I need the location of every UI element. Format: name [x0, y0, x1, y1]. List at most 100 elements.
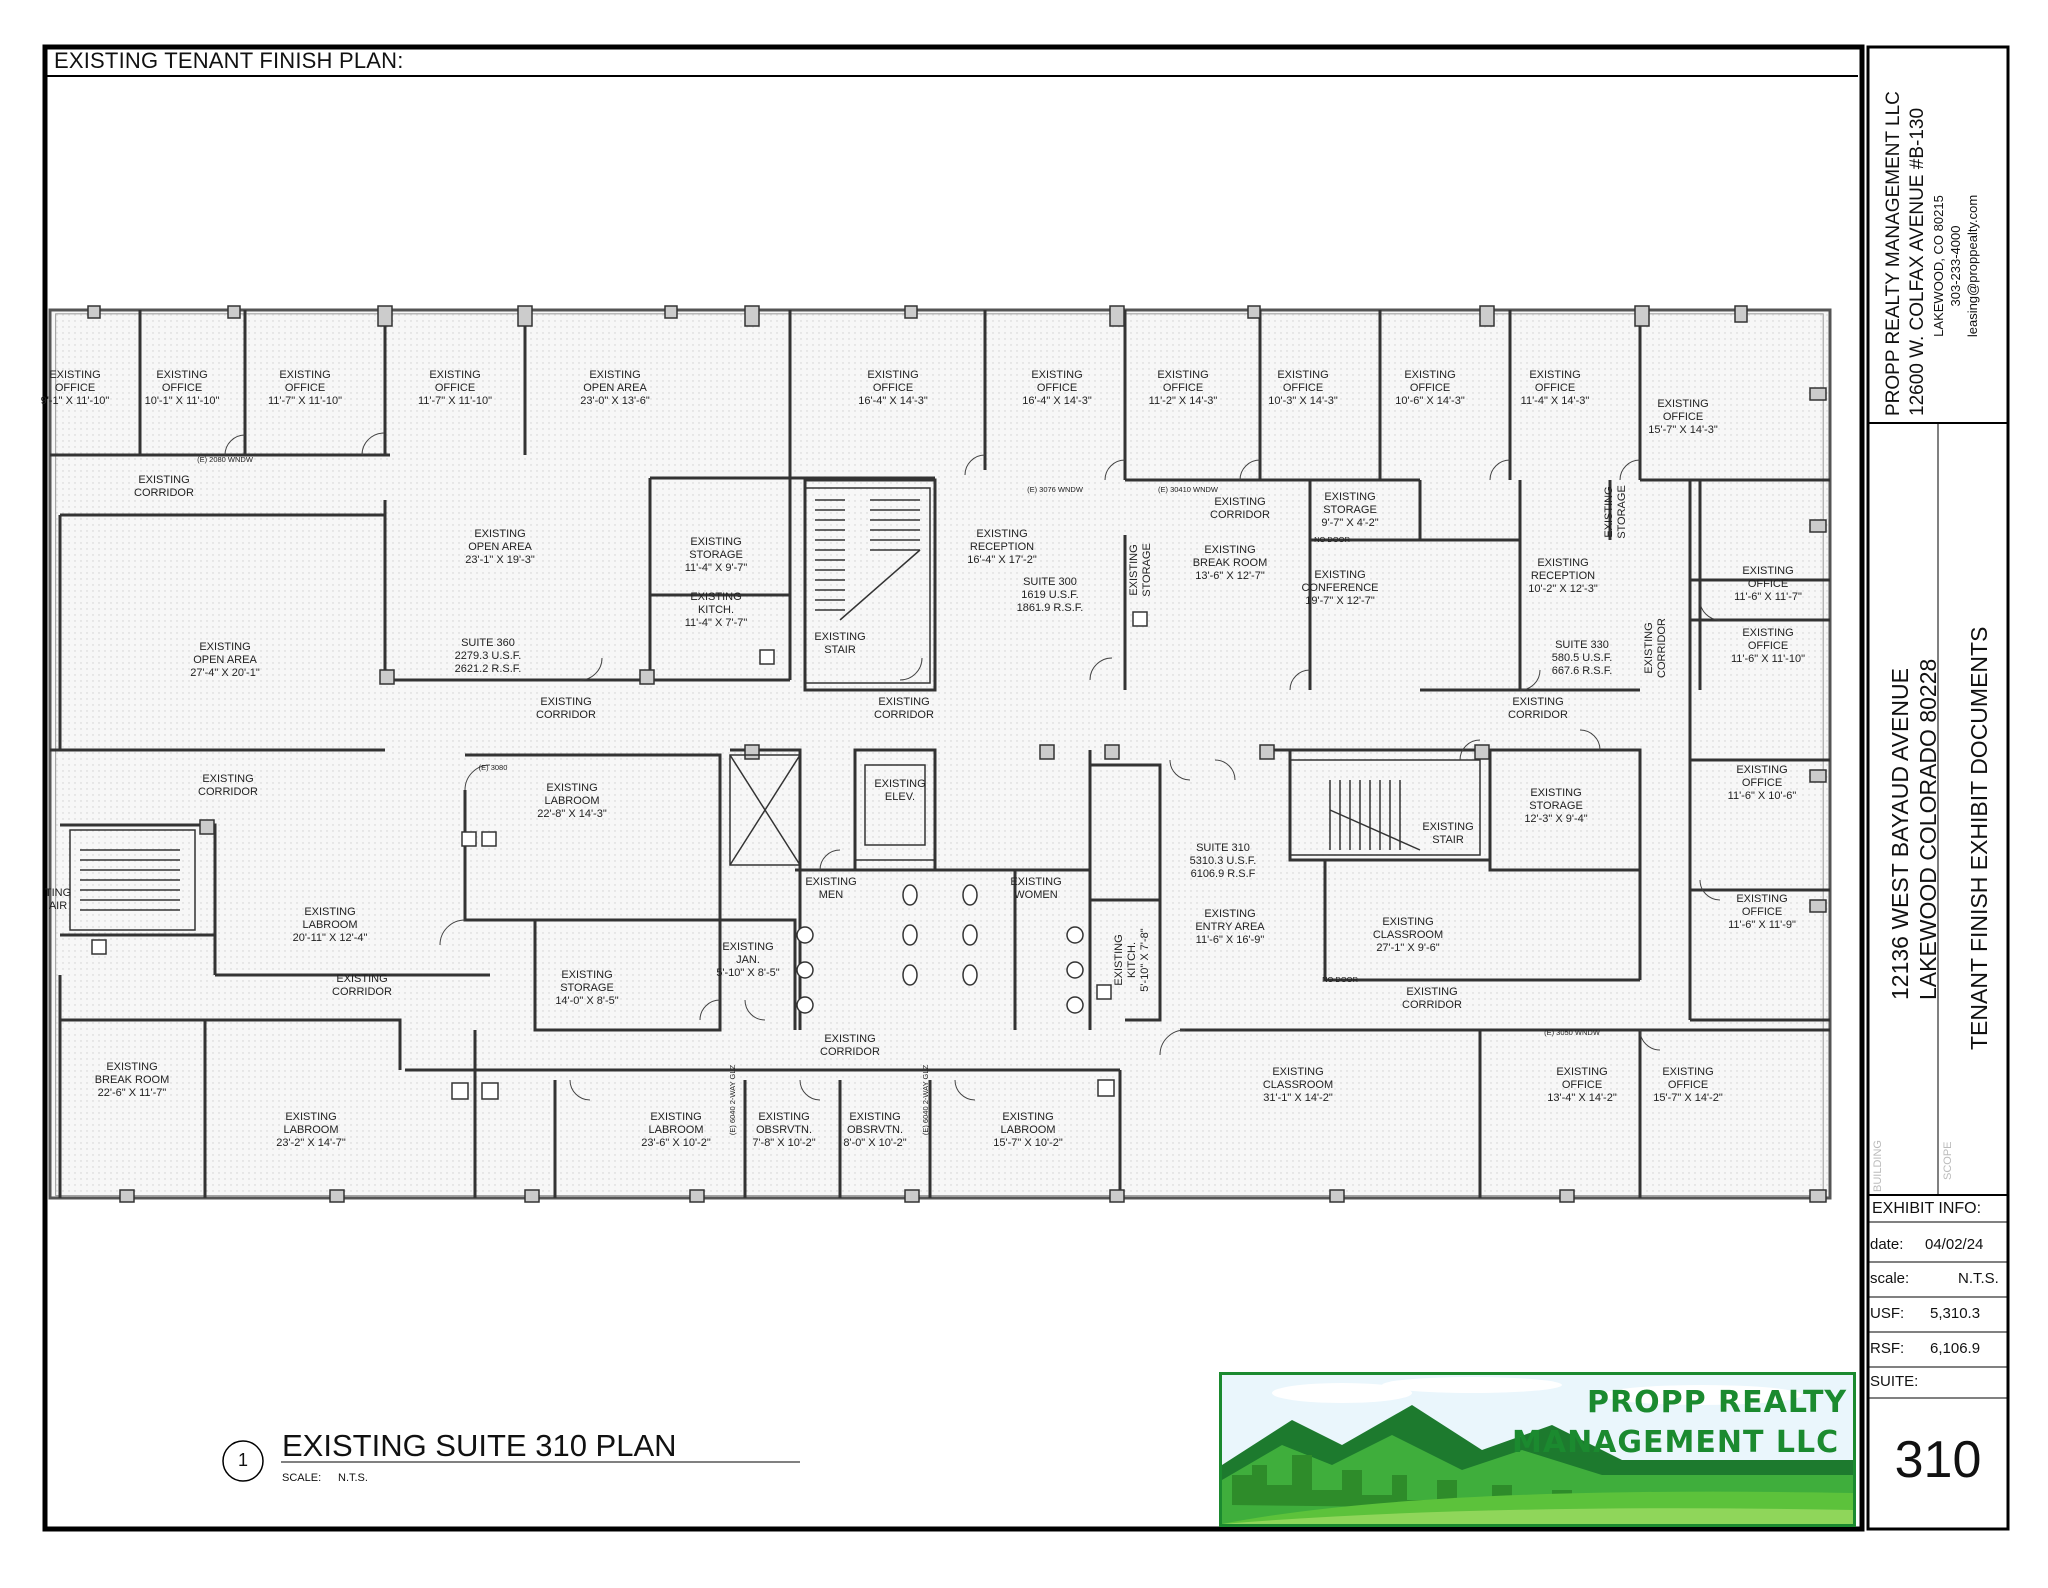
room-label-line: 2621.2 R.S.F.: [455, 663, 522, 675]
room-label-line: EXISTING: [849, 1111, 900, 1123]
room-label-line: EXISTING: [1529, 369, 1580, 381]
room-label-line: EXISTING: [285, 1111, 336, 1123]
plan-number: 1: [237, 1450, 248, 1470]
room-label-line: CORRIDOR: [1402, 999, 1462, 1011]
exhibit-scale-label: scale:: [1870, 1270, 1910, 1287]
room-label-line: 16'-4" X 17'-2": [967, 554, 1037, 566]
room-label-line: BREAK ROOM: [1193, 557, 1268, 569]
room-label-line: EXISTING: [814, 631, 865, 643]
plan-title: EXISTING SUITE 310 PLAN: [282, 1428, 677, 1463]
room-label-line: EXISTING: [690, 536, 741, 548]
room-label-line: BREAK ROOM: [95, 1074, 170, 1086]
room-label-line: OFFICE: [1742, 906, 1782, 918]
company-block: PROPP REALTY MANAGEMENT LLC 12600 W. COL…: [1882, 56, 1981, 416]
sheet-title: EXISTING TENANT FINISH PLAN:: [54, 48, 404, 73]
room-label-line: AIR: [49, 900, 67, 912]
sheet-border: [42, 44, 1865, 1532]
room-label-r60: EXISTINGKITCH.5'-10" X 7'-8": [1113, 928, 1151, 991]
exhibit-date-value: 04/02/24: [1925, 1236, 1984, 1253]
room-label-line: OFFICE: [1535, 382, 1575, 394]
room-label-line: CORRIDOR: [820, 1046, 880, 1058]
room-label-line: EXISTING: [199, 641, 250, 653]
room-label-line: 11'-2" X 14'-3": [1149, 395, 1218, 407]
door-tag: (E) 2080 WNDW: [197, 455, 254, 464]
plan-scale-value: N.T.S.: [338, 1472, 368, 1484]
building-line1: 12136 WEST BAYAUD AVENUE: [1887, 668, 1913, 1000]
room-label-line: OFFICE: [1668, 1079, 1708, 1091]
room-label-line: EXISTING: [561, 969, 612, 981]
room-label-line: EXISTING: [1031, 369, 1082, 381]
room-label-line: EXISTING: [1204, 544, 1255, 556]
room-label-line: STORAGE: [1323, 504, 1377, 516]
room-label-line: 5'-10" X 8'-5": [716, 967, 779, 979]
room-label-line: CORRIDOR: [332, 986, 392, 998]
room-label-line: TING: [45, 887, 71, 899]
room-label-line: OFFICE: [873, 382, 913, 394]
room-label-line: EXISTING: [156, 369, 207, 381]
company-logo: PROPP REALTY MANAGEMENT LLC: [1219, 1372, 1856, 1527]
exhibit-usf-label: USF:: [1870, 1305, 1905, 1322]
exhibit-usf-value: 5,310.3: [1930, 1305, 1981, 1322]
room-label-line: 22'-6" X 11'-7": [98, 1087, 167, 1099]
room-label-line: EXISTING: [589, 369, 640, 381]
company-city: LAKEWOOD, CO 80215: [1931, 195, 1946, 337]
room-label-line: 7'-8" X 10'-2": [752, 1137, 815, 1149]
room-label-line: EXISTING: [540, 696, 591, 708]
room-label-line: OFFICE: [285, 382, 325, 394]
room-label-line: KITCH.: [1126, 942, 1138, 978]
exhibit-suite-value: 310: [1894, 1431, 1982, 1489]
room-label-line: CORRIDOR: [874, 709, 934, 721]
room-label-line: EXISTING: [1537, 557, 1588, 569]
room-label-line: 27'-1" X 9'-6": [1376, 942, 1439, 954]
room-label-line: 11'-7" X 11'-10": [418, 395, 492, 407]
room-label-line: LABROOM: [283, 1124, 338, 1136]
room-label-line: OFFICE: [1748, 640, 1788, 652]
room-label-line: OFFICE: [55, 382, 95, 394]
room-label-line: EXISTING: [1512, 696, 1563, 708]
room-label-line: EXISTING: [1406, 986, 1457, 998]
room-label-line: 23'-1" X 19'-3": [465, 554, 535, 566]
room-label-line: EXISTING: [429, 369, 480, 381]
room-label-line: 14'-0" X 8'-5": [555, 995, 618, 1007]
door-tag: (E) 30410 WNDW: [1158, 485, 1219, 494]
room-label-line: OFFICE: [1037, 382, 1077, 394]
room-label-line: WOMEN: [1014, 889, 1057, 901]
room-label-line: EXISTING: [1204, 908, 1255, 920]
room-label-line: 13'-4" X 14'-2": [1547, 1092, 1617, 1104]
room-label-line: EXISTING: [304, 906, 355, 918]
room-label-line: 11'-6" X 11'-7": [1734, 591, 1802, 603]
company-address: 12600 W. COLFAX AVENUE #B-130: [1907, 107, 1928, 416]
room-label-line: OPEN AREA: [468, 541, 532, 553]
room-label-line: CORRIDOR: [134, 487, 194, 499]
room-label-line: EXISTING: [1113, 934, 1125, 985]
plan-scale-label: SCALE:: [282, 1472, 322, 1484]
room-label-line: KITCH.: [698, 604, 734, 616]
stair-symbols: [69, 487, 1481, 931]
room-label-line: OFFICE: [435, 382, 475, 394]
room-label-line: OFFICE: [1163, 382, 1203, 394]
door-tag: (E) 3050 WNDW: [1544, 1028, 1601, 1037]
room-label-line: 31'-1" X 14'-2": [1263, 1092, 1333, 1104]
room-label-line: EXISTING: [1556, 1066, 1607, 1078]
room-label-line: EXISTING: [138, 474, 189, 486]
room-label-line: EXISTING: [874, 778, 925, 790]
